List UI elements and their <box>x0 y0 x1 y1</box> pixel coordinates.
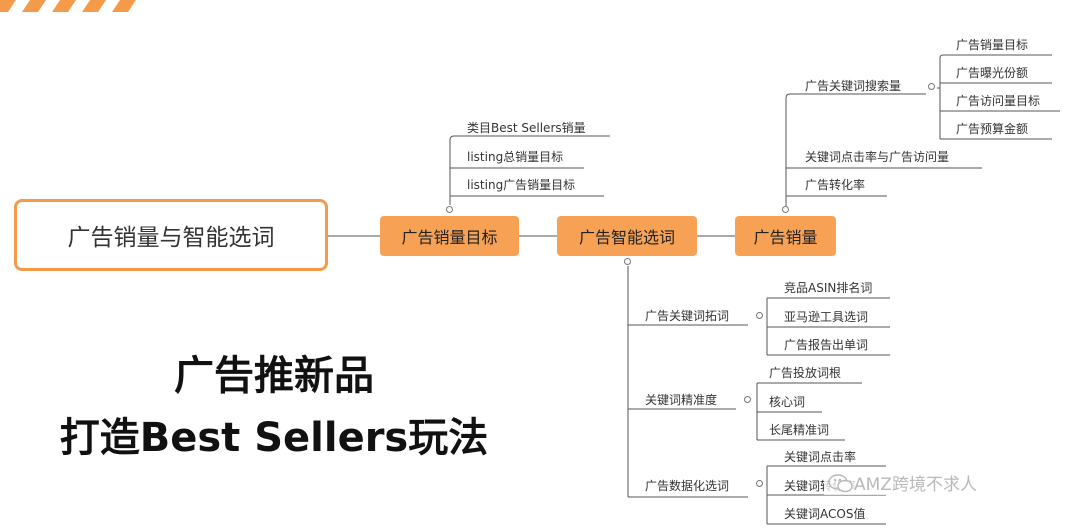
watermark: AMZ跨境不求人 <box>824 470 981 495</box>
collapse-circle-icon[interactable] <box>624 258 631 265</box>
node-sales-target[interactable]: 广告销量目标 <box>380 216 519 256</box>
leaf-traffic-target[interactable]: 广告访问量目标 <box>956 94 1041 108</box>
branch-conversion-rate[interactable]: 广告转化率 <box>805 178 866 192</box>
node-ad-sales[interactable]: 广告销量 <box>735 216 836 256</box>
root-node-label: 广告销量与智能选词 <box>67 225 275 251</box>
corner-chevrons-decoration <box>0 0 136 12</box>
branch-data-driven[interactable]: 广告数据化选词 <box>645 479 730 493</box>
leaf-keyword-ctr[interactable]: 关键词点击率 <box>784 450 857 464</box>
collapse-circle-icon[interactable] <box>756 312 763 319</box>
node-smart-selection[interactable]: 广告智能选词 <box>557 216 697 256</box>
leaf-keyword-root[interactable]: 广告投放词根 <box>769 366 842 380</box>
branch-ctr-traffic[interactable]: 关键词点击率与广告访问量 <box>805 150 950 164</box>
collapse-circle-icon[interactable] <box>756 480 763 487</box>
headline-line-1: 广告推新品 <box>174 353 374 399</box>
node-smart-selection-label: 广告智能选词 <box>578 228 675 247</box>
leaf-ad-sales-target[interactable]: 广告销量目标 <box>956 38 1029 52</box>
collapse-circle-icon[interactable] <box>744 396 751 403</box>
root-node[interactable]: 广告销量与智能选词 <box>14 199 328 271</box>
leaf-listing-ad-target[interactable]: listing广告销量目标 <box>467 178 576 192</box>
leaf-long-tail[interactable]: 长尾精准词 <box>769 423 830 437</box>
branch-keyword-expansion[interactable]: 广告关键词拓词 <box>645 309 730 323</box>
wechat-icon <box>828 473 853 492</box>
node-ad-sales-label: 广告销量 <box>753 228 818 247</box>
leaf-amazon-tool[interactable]: 亚马逊工具选词 <box>784 310 869 324</box>
leaf-report-converting[interactable]: 广告报告出单词 <box>784 338 869 352</box>
watermark-text: AMZ跨境不求人 <box>854 475 977 495</box>
collapse-circle-icon[interactable] <box>782 206 789 213</box>
branch-keyword-precision[interactable]: 关键词精准度 <box>645 393 718 407</box>
node-sales-target-label: 广告销量目标 <box>401 228 498 247</box>
collapse-circle-icon[interactable] <box>446 206 453 213</box>
collapse-circle-icon[interactable] <box>928 83 935 90</box>
leaf-core-keyword[interactable]: 核心词 <box>769 395 806 409</box>
leaf-keyword-acos[interactable]: 关键词ACOS值 <box>784 507 866 521</box>
leaf-listing-total-target[interactable]: listing总销量目标 <box>467 150 564 164</box>
branch-search-volume[interactable]: 广告关键词搜索量 <box>805 79 902 93</box>
leaf-competitor-asin[interactable]: 竞品ASIN排名词 <box>784 281 873 295</box>
leaf-exposure-share[interactable]: 广告曝光份额 <box>956 66 1029 80</box>
headline-line-2: 打造Best Sellers玩法 <box>59 415 489 461</box>
leaf-budget-amount[interactable]: 广告预算金额 <box>956 122 1029 136</box>
leaf-category-best-sellers[interactable]: 类目Best Sellers销量 <box>467 121 586 135</box>
